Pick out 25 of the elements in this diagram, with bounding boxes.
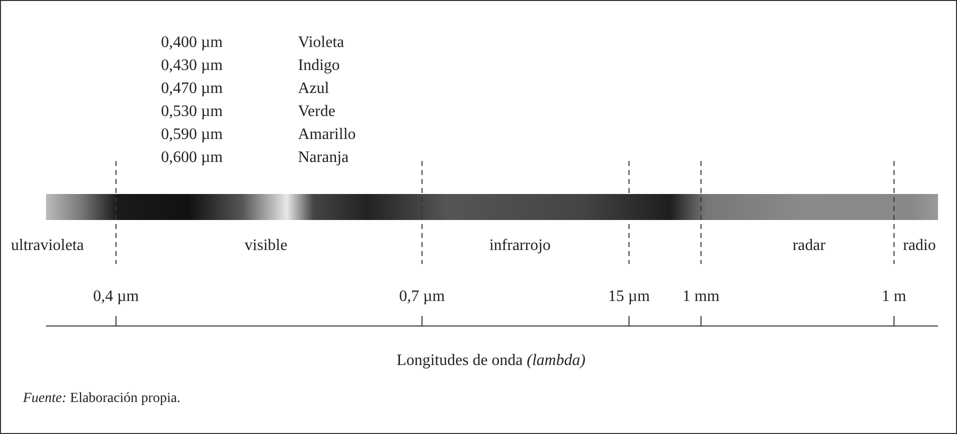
- scale-value: 1 mm: [682, 288, 720, 306]
- wavelength-value: 0,400 µm: [161, 34, 223, 52]
- wavelength-value: 0,430 µm: [161, 57, 223, 75]
- color-name: Naranja: [298, 149, 349, 167]
- color-name: Azul: [298, 80, 330, 98]
- scale-value: 1 m: [882, 288, 906, 306]
- color-name: Verde: [298, 103, 336, 121]
- scale-value: 0,4 µm: [93, 288, 139, 306]
- region-label: radar: [792, 237, 826, 255]
- wavelength-value: 0,470 µm: [161, 80, 223, 98]
- wavelength-value: 0,590 µm: [161, 126, 223, 144]
- source-note: Fuente: Elaboración propia.: [23, 390, 180, 408]
- axis-title: Longitudes de onda (lambda): [396, 352, 586, 370]
- color-name: Violeta: [298, 34, 344, 52]
- scale-value: 15 µm: [608, 288, 650, 306]
- region-label: infrarrojo: [489, 237, 551, 255]
- wavelength-value: 0,530 µm: [161, 103, 223, 121]
- region-label: ultravioleta: [11, 237, 84, 255]
- color-name: Indigo: [298, 57, 340, 75]
- region-label: visible: [244, 237, 288, 255]
- wavelength-value: 0,600 µm: [161, 149, 223, 167]
- scale-value: 0,7 µm: [399, 288, 445, 306]
- spectrum-bar: [46, 194, 938, 220]
- color-name: Amarillo: [298, 126, 356, 144]
- region-label: radio: [903, 237, 936, 255]
